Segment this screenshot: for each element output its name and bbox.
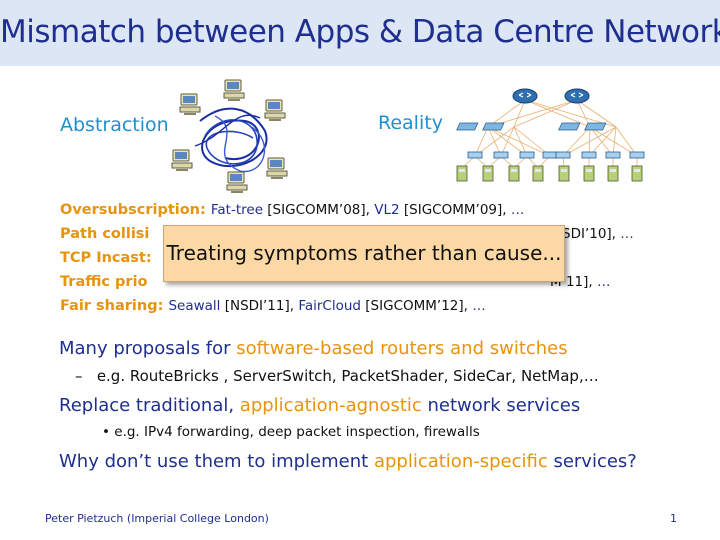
citation-tail: SDI’10], … [562,222,634,246]
bullet-highlight: application-specific [373,451,548,472]
reality-label: Reality [378,112,443,134]
bullet-text: Replace traditional, [59,395,240,416]
computer-icon [223,79,245,102]
separator: : [145,250,152,266]
bullet-highlight: software-based routers and switches [236,338,568,359]
sub-bullet-examples: – e.g. RouteBricks , ServerSwitch, Packe… [75,367,599,385]
topic-keyword: Oversubscription [60,202,201,218]
reality-diagram [456,88,645,182]
servers [456,165,643,182]
core-routers [512,88,590,104]
system-name: Fat-tree [210,202,263,218]
citation: [SIGCOMM’09], [399,202,511,218]
bullet-proposals: Many proposals for software-based router… [59,338,568,359]
topic-keyword: Path collisi [60,226,150,242]
bullet-text: network services [421,395,581,416]
bullet-text: services? [547,451,637,472]
separator: : [157,298,169,314]
system-name: … [510,202,525,218]
reference-list: Oversubscription: Fat-tree [SIGCOMM’08],… [60,198,700,318]
bullet-replace: Replace traditional, application-agnosti… [59,395,580,416]
citation: SDI’10], [562,226,621,242]
system-name: … [472,298,486,314]
system-name: … [596,274,611,290]
switch-icon [629,151,645,159]
dot-marker: • [102,424,110,440]
reference-line: TCP Incast: [60,246,700,270]
computer-icon [179,93,201,116]
system-name: VL2 [374,202,400,218]
topic-keyword: Traffic prio [60,274,148,290]
server-icon [558,165,570,182]
router-icon [564,88,590,104]
callout-text: Treating symptoms rather than cause... [166,241,562,265]
system-name: FairCloud [298,298,361,314]
abstraction-diagram [171,79,288,194]
topology-links [461,99,638,169]
server-icon [583,165,595,182]
switch-icon [584,122,607,131]
network-tangle [194,107,268,173]
reference-line: Path collisi SDI’10], … [60,222,700,246]
bullet-text: Many proposals for [59,338,237,359]
bullet-text: Why don’t use them to implement [59,451,374,472]
server-icon [508,165,520,182]
separator: : [200,202,211,218]
switch-icon [542,151,558,159]
switch-icon [605,151,621,159]
system-name: … [620,226,634,242]
sub-bullet-services: • e.g. IPv4 forwarding, deep packet insp… [102,424,480,440]
computer-icon [264,99,286,122]
topic-keyword: Fair sharing [60,298,158,314]
switch-icon [555,151,571,159]
dash-marker: – [75,367,83,385]
switch-icon [493,151,509,159]
reference-line: Fair sharing: Seawall [NSDI’11], FairClo… [60,294,700,318]
callout-box: Treating symptoms rather than cause... [163,225,565,282]
computer-icon [226,171,248,194]
switch-icon [581,151,597,159]
switch-icon [467,151,483,159]
server-icon [532,165,544,182]
computer-icon [171,149,193,172]
bullet-highlight: application-agnostic [239,395,422,416]
computer-icon [266,157,288,180]
aggregation-switches [456,122,607,131]
slide-title: Mismatch between Apps & Data Centre Netw… [0,14,720,50]
bullet-text: e.g. IPv4 forwarding, deep packet inspec… [114,424,480,440]
switch-icon [482,122,505,131]
citation: [SIGCOMM’12], [361,298,473,314]
system-name: Seawall [168,298,221,314]
page-number: 1 [670,512,677,525]
bullet-text: e.g. RouteBricks , ServerSwitch, PacketS… [96,367,599,385]
switch-icon [456,122,479,131]
server-icon [607,165,619,182]
topic-keyword: TCP Incast [60,250,146,266]
abstraction-label: Abstraction [60,114,169,136]
citation: [NSDI’11], [220,298,299,314]
server-icon [631,165,643,182]
server-icon [482,165,494,182]
bullet-why: Why don’t use them to implement applicat… [59,451,637,472]
server-icon [456,165,468,182]
router-icon [512,88,538,104]
switch-icon [558,122,581,131]
reference-line: Oversubscription: Fat-tree [SIGCOMM’08],… [60,198,700,222]
edge-switches [467,151,645,159]
switch-icon [519,151,535,159]
citation: [SIGCOMM’08], [263,202,375,218]
footer-author: Peter Pietzuch (Imperial College London) [45,512,269,525]
title-bar [0,0,720,66]
